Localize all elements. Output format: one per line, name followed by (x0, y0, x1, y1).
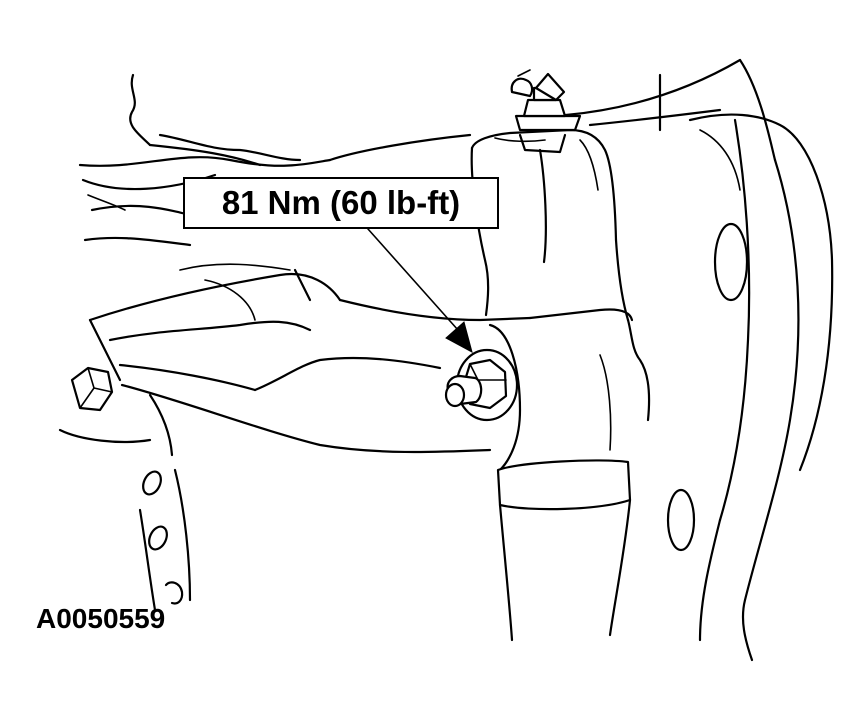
grease-fitting (510, 69, 582, 132)
backing-plate-holes (138, 468, 192, 612)
bushing-bolt (58, 366, 174, 457)
upper-body-structure (328, 58, 834, 662)
wheel-rim (666, 118, 751, 642)
pinch-bolt-nut (444, 348, 519, 422)
callout-arrow (367, 228, 473, 353)
torque-spec-label: 81 Nm (60 lb-ft) (183, 177, 499, 229)
figure-id-label: A0050559 (36, 603, 166, 634)
lower-control-arm (88, 263, 532, 454)
steering-knuckle (470, 128, 630, 322)
ball-joint-housing (488, 308, 651, 642)
